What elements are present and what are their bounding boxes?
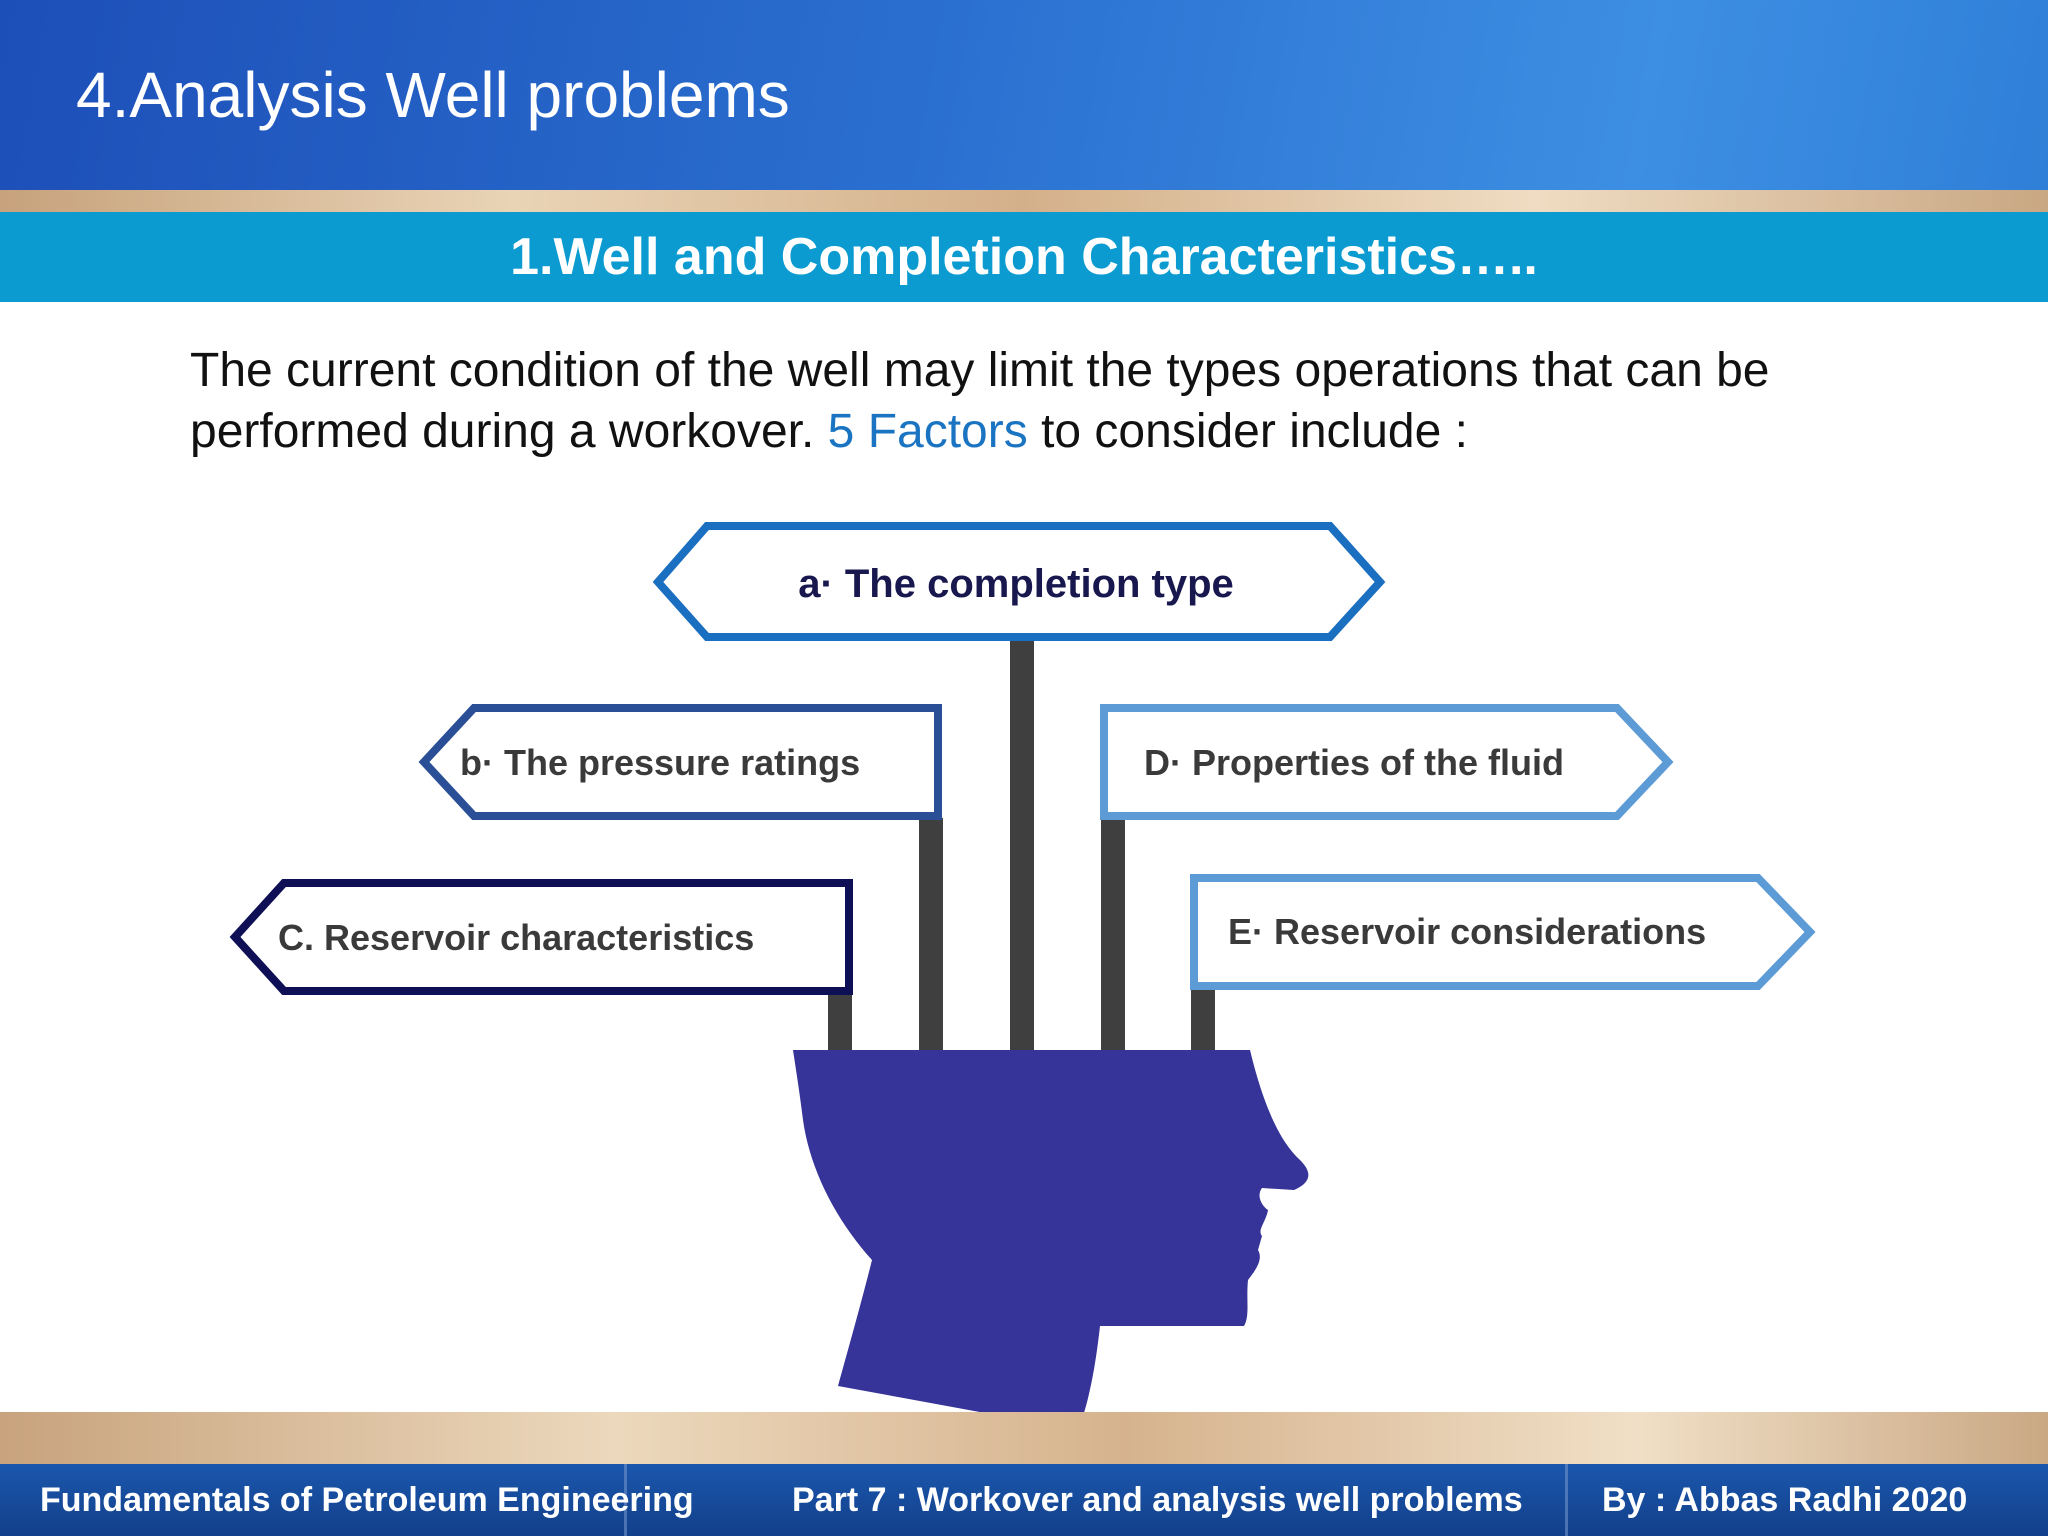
footer-divider [624, 1464, 627, 1536]
sign-e-board [1190, 874, 1816, 990]
sign-b-board [418, 704, 942, 820]
intro-text: The current condition of the well may li… [190, 344, 1770, 458]
footer-course-title: Fundamentals of Petroleum Engineering [40, 1481, 694, 1519]
head-silhouette [793, 1050, 1309, 1430]
sign-b: b· The pressure ratings [418, 704, 942, 820]
sign-e: E· Reservoir considerations [1190, 874, 1816, 990]
factor-e-label: E· Reservoir considerations [1228, 911, 1706, 952]
title-banner [0, 0, 2048, 190]
sign-a-board [652, 522, 1386, 641]
footer-gold-band [0, 1412, 2048, 1464]
post-e [1191, 990, 1215, 1053]
sign-d-board [1100, 704, 1674, 820]
sign-c-board [229, 879, 853, 995]
factor-a-label: a· The completion type [798, 562, 1234, 606]
sign-posts [828, 638, 1215, 1053]
footer-author: By : Abbas Radhi 2020 [1602, 1481, 1968, 1519]
post-d [1101, 818, 1125, 1053]
factor-d-label: D· Properties of the fluid [1144, 742, 1564, 783]
intro-text-end: to consider include : [1041, 405, 1468, 458]
subtitle-bar [0, 212, 2048, 302]
footer-divider [1565, 1464, 1568, 1536]
header-gold-band [0, 190, 2048, 212]
post-b [919, 818, 943, 1053]
factor-b-label: b· The pressure ratings [460, 742, 860, 783]
sign-c: C. Reservoir characteristics [229, 879, 853, 995]
sign-a: a· The completion type [652, 522, 1386, 641]
sign-d: D· Properties of the fluid [1100, 704, 1674, 820]
factors-highlight: 5 Factors [827, 405, 1028, 458]
post-c [828, 992, 852, 1053]
footer-part-title: Part 7 : Workover and analysis well prob… [792, 1481, 1523, 1519]
factor-c-label: C. Reservoir characteristics [278, 917, 754, 958]
post-a [1010, 638, 1034, 1053]
intro-paragraph: The current condition of the well may li… [190, 340, 1950, 462]
slide-title: 4.Analysis Well problems [76, 59, 790, 131]
footer-bar [0, 1464, 2048, 1536]
section-subtitle: 1.Well and Completion Characteristics….. [510, 228, 1538, 286]
